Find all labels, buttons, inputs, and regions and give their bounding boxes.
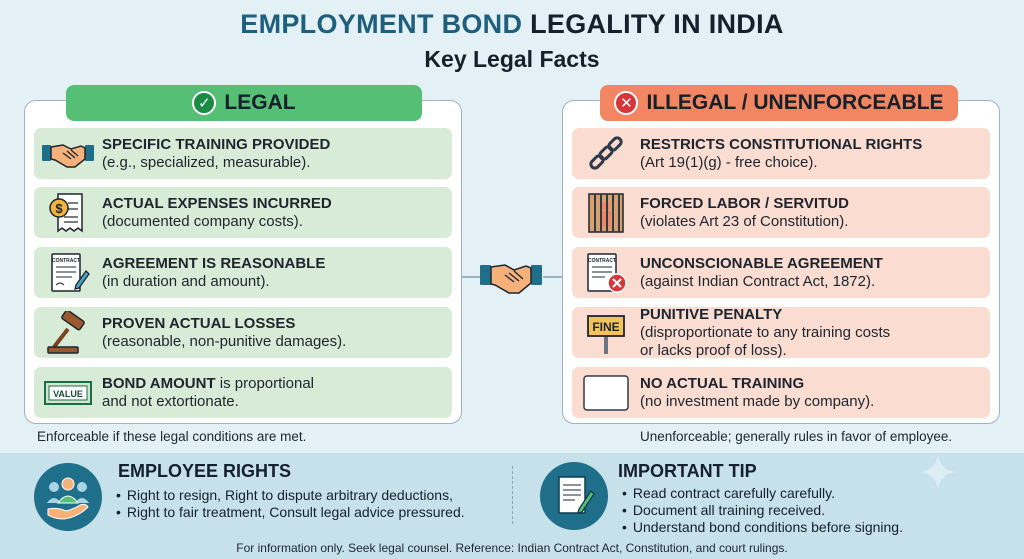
fine-label: FINE <box>592 320 619 334</box>
legal-banner: ✓ LEGAL <box>66 85 422 121</box>
connector-line-right <box>543 276 562 278</box>
contract-pen-icon: CONTRACT <box>34 247 102 298</box>
legal-item-title: PROVEN ACTUAL LOSSES <box>102 314 296 332</box>
illegal-item-rights: RESTRICTS CONSTITUTIONAL RIGHTS (Art 19(… <box>572 128 990 179</box>
legal-item-title: BOND AMOUNT <box>102 374 216 392</box>
legal-item-expenses: $ ACTUAL EXPENSES INCURRED (documented c… <box>34 187 452 238</box>
legal-banner-label: LEGAL <box>224 91 296 114</box>
illegal-item-title: PUNITIVE PENALTY <box>640 305 783 323</box>
gavel-icon <box>34 307 102 358</box>
page-title: EMPLOYMENT BOND LEGALITY IN INDIA <box>0 9 1024 40</box>
important-tip-title: IMPORTANT TIP <box>618 461 757 481</box>
list-item: Understand bond conditions before signin… <box>622 519 903 536</box>
x-circle-icon: ✕ <box>614 91 639 115</box>
bottom-divider <box>512 466 513 524</box>
illegal-item-detail: (disproportionate to any training costs <box>640 323 891 341</box>
illegal-item-forced-labor: FORCED LABOR / SERVITUD (violates Art 23… <box>572 187 990 238</box>
list-item: Read contract carefully carefully. <box>622 485 903 502</box>
title-part-2: LEGALITY IN INDIA <box>530 9 784 39</box>
legal-item-title-rest: is proportional <box>215 374 314 392</box>
illegal-item-title: NO ACTUAL TRAINING <box>640 374 805 392</box>
illegal-item-detail: (Art 19(1)(g) - free choice). <box>640 153 818 171</box>
illegal-item-unconscionable: CONTRACT UNCONSCIONABLE AGREEMENT (again… <box>572 247 990 298</box>
legal-item-reasonable: CONTRACT AGREEMENT IS REASONABLE (in dur… <box>34 247 452 298</box>
legal-item-detail: (in duration and amount). <box>102 272 270 290</box>
value-banknote-icon: VALUE <box>34 367 102 418</box>
legal-item-title: ACTUAL EXPENSES INCURRED <box>102 194 332 212</box>
center-handshake-icon <box>480 264 542 294</box>
illegal-banner: ✕ ILLEGAL / UNENFORCEABLE <box>600 85 958 121</box>
legal-item-title: SPECIFIC TRAINING PROVIDED <box>102 135 331 153</box>
chain-icon <box>572 128 640 179</box>
sparkle-icon <box>920 454 956 490</box>
illegal-item-penalty: FINE PUNITIVE PENALTY (disproportionate … <box>572 305 990 359</box>
legal-item-bond-amount: VALUE BOND AMOUNT is proportional and no… <box>34 367 452 418</box>
illegal-item-detail: (against Indian Contract Act, 1872). <box>640 272 876 290</box>
list-item: Right to resign, Right to dispute arbitr… <box>116 487 465 504</box>
illegal-item-title: UNCONSCIONABLE AGREEMENT <box>640 254 883 272</box>
jail-cell-icon <box>572 187 640 238</box>
connector-line-left <box>462 276 480 278</box>
svg-text:$: $ <box>55 201 63 216</box>
important-tip-list: Read contract carefully carefully. Docum… <box>622 485 903 536</box>
illegal-item-title: RESTRICTS CONSTITUTIONAL RIGHTS <box>640 135 923 153</box>
illegal-note: Unenforceable; generally rules in favor … <box>640 429 953 444</box>
important-tip-icon <box>540 462 608 530</box>
title-part-1: EMPLOYMENT BOND <box>240 9 523 39</box>
legal-note: Enforceable if these legal conditions ar… <box>37 429 307 444</box>
value-label: VALUE <box>53 389 83 399</box>
contract-rejected-icon: CONTRACT <box>572 247 640 298</box>
legal-item-training: SPECIFIC TRAINING PROVIDED (e.g., specia… <box>34 128 452 179</box>
employee-rights-list: Right to resign, Right to dispute arbitr… <box>116 487 465 521</box>
illegal-banner-label: ILLEGAL / UNENFORCEABLE <box>646 91 944 114</box>
illegal-panel: RESTRICTS CONSTITUTIONAL RIGHTS (Art 19(… <box>562 100 1000 424</box>
legal-item-detail: and not extortionate. <box>102 392 239 410</box>
contract-label: CONTRACT <box>52 258 80 264</box>
employee-rights-title: EMPLOYEE RIGHTS <box>118 461 292 481</box>
list-item: Document all training received. <box>622 502 903 519</box>
legal-item-detail: (documented company costs). <box>102 212 303 230</box>
check-circle-icon: ✓ <box>192 91 217 115</box>
footer-disclaimer: For information only. Seek legal counsel… <box>236 541 788 555</box>
empty-box-icon <box>572 367 640 418</box>
illegal-item-title: FORCED LABOR / SERVITUD <box>640 194 849 212</box>
illegal-item-detail: (no investment made by company). <box>640 392 875 410</box>
page-subtitle: Key Legal Facts <box>424 46 600 72</box>
legal-item-title: AGREEMENT IS REASONABLE <box>102 254 326 272</box>
list-item: Right to fair treatment, Consult legal a… <box>116 504 465 521</box>
illegal-item-no-training: NO ACTUAL TRAINING (no investment made b… <box>572 367 990 418</box>
legal-item-detail: (reasonable, non-punitive damages). <box>102 332 347 350</box>
legal-item-losses: PROVEN ACTUAL LOSSES (reasonable, non-pu… <box>34 307 452 358</box>
illegal-item-detail-2: or lacks proof of loss). <box>640 341 787 359</box>
employee-rights-icon <box>34 463 102 531</box>
legal-panel: SPECIFIC TRAINING PROVIDED (e.g., specia… <box>24 100 462 424</box>
fine-sign-icon: FINE <box>572 307 640 358</box>
illegal-item-detail: (violates Art 23 of Constitution). <box>640 212 849 230</box>
receipt-dollar-icon: $ <box>34 187 102 238</box>
handshake-icon <box>34 128 102 179</box>
contract-label: CONTRACT <box>588 258 616 264</box>
legal-item-detail: (e.g., specialized, measurable). <box>102 153 311 171</box>
